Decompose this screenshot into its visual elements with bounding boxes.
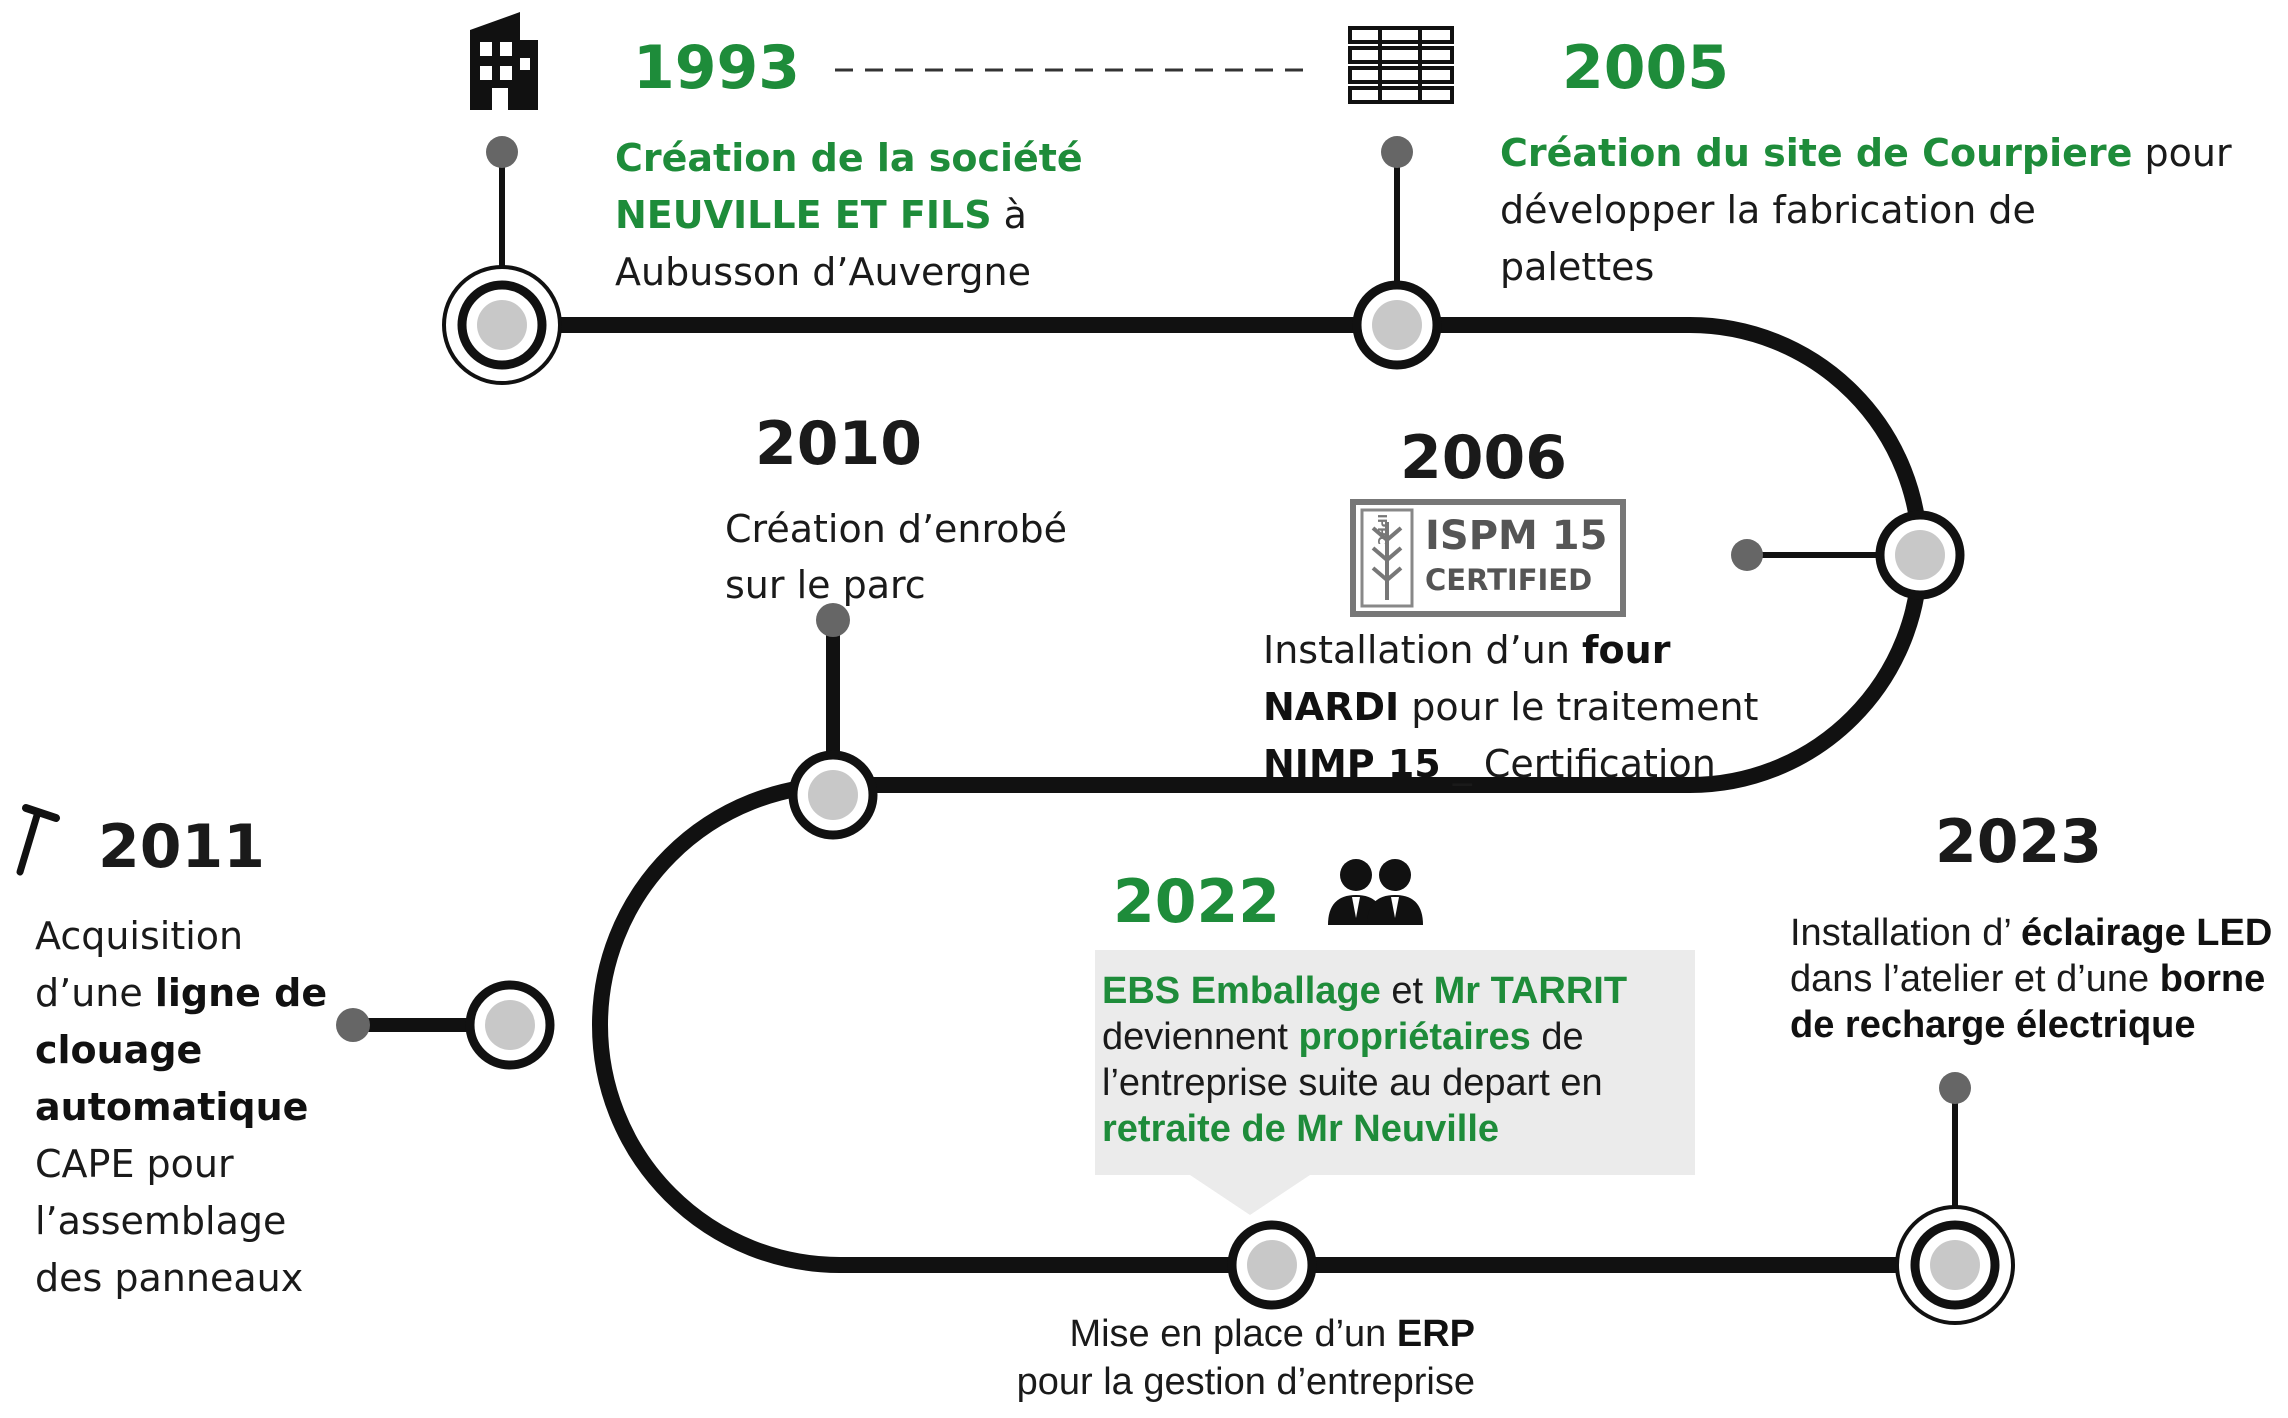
year-1993: 1993	[633, 33, 800, 103]
desc-1993-line1: Création de la société	[615, 136, 1083, 180]
year-2010: 2010	[755, 409, 922, 479]
desc-2011-line7: des panneaux	[35, 1256, 304, 1300]
desc-1993: Création de la société NEUVILLE ET FILS …	[615, 130, 1083, 301]
badge-title: ISPM 15	[1425, 513, 1608, 559]
desc-2023: Installation d’ éclairage LED dans l’ate…	[1790, 910, 2272, 1048]
building-icon	[470, 12, 538, 110]
desc-2022-line2: deviennent propriétaires de	[1102, 1016, 1584, 1058]
year-2006: 2006	[1400, 423, 1567, 493]
ispm-badge	[1350, 499, 1626, 617]
desc-2006-line3: NIMP 15 _ Certification	[1263, 742, 1716, 786]
desc-2011-line1: Acquisition	[35, 914, 244, 958]
year-2023: 2023	[1935, 807, 2102, 877]
desc-2011-line6: l’assemblage	[35, 1199, 287, 1243]
desc-2005-line3: palettes	[1500, 245, 1655, 289]
stem-2006	[1731, 539, 1890, 571]
badge-sub: CERTIFIED	[1425, 563, 1593, 597]
desc-2022: EBS Emballage et Mr TARRIT deviennent pr…	[1102, 968, 1627, 1152]
desc-2010-line1: Création d’enrobé	[725, 507, 1068, 551]
desc-2006-line2: NARDI pour le traitement	[1263, 685, 1759, 729]
year-2022: 2022	[1113, 867, 1280, 937]
callout-2022-pointer	[1190, 1175, 1310, 1215]
desc-1993-line3: Aubusson d’Auvergne	[615, 250, 1031, 294]
desc-1993-line2: NEUVILLE ET FILS à	[615, 193, 1027, 237]
year-2005: 2005	[1562, 33, 1729, 103]
node-1993	[442, 265, 562, 385]
node-2023	[1895, 1205, 2015, 1325]
pallet-icon	[1348, 26, 1454, 104]
stem-2005	[1381, 136, 1413, 300]
node-2005	[1352, 280, 1442, 370]
people-icon	[1328, 859, 1423, 925]
stem-2011	[336, 1008, 480, 1042]
desc-2011-line2: d’une ligne de	[35, 971, 328, 1015]
node-2010	[788, 750, 878, 840]
desc-2010-line2: sur le parc	[725, 563, 926, 607]
node-2006	[1875, 510, 1965, 600]
desc-2023-line2: dans l’atelier et d’une borne	[1790, 958, 2266, 1000]
badge-side-label: IPPC	[1375, 514, 1389, 545]
desc-2022-line1: EBS Emballage et Mr TARRIT	[1102, 970, 1628, 1012]
year-2011: 2011	[98, 812, 265, 882]
desc-2006: Installation d’un four NARDI pour le tra…	[1263, 622, 1758, 793]
node-2022	[1227, 1220, 1317, 1310]
nail-icon	[16, 804, 60, 876]
desc-2011-line3: clouage	[35, 1028, 203, 1072]
erp-caption-line2: pour la gestion d’entreprise	[1016, 1361, 1475, 1403]
desc-2006-line1: Installation d’un four	[1263, 628, 1671, 672]
erp-caption: Mise en place d’un ERP pour la gestion d…	[990, 1310, 1475, 1406]
desc-2005-line1: Création du site de Courpiere pour	[1500, 131, 2232, 175]
desc-2011-line4: automatique	[35, 1085, 309, 1129]
desc-2005-line2: développer la fabrication de	[1500, 188, 2036, 232]
desc-2005: Création du site de Courpiere pour dével…	[1500, 125, 2232, 296]
desc-2023-line3: de recharge électrique	[1790, 1004, 2196, 1046]
desc-2011-line5: CAPE pour	[35, 1142, 234, 1186]
desc-2022-line4: retraite de Mr Neuville	[1102, 1108, 1500, 1150]
desc-2011: Acquisition d’une ligne de clouage autom…	[35, 908, 327, 1307]
callout-2022	[1095, 950, 1695, 1175]
desc-2022-line3: l’entreprise suite au depart en	[1102, 1062, 1603, 1104]
desc-2023-line1: Installation d’ éclairage LED	[1790, 912, 2273, 954]
stem-2010	[816, 603, 850, 760]
node-2011	[465, 980, 555, 1070]
desc-2010: Création d’enrobé sur le parc	[725, 491, 1067, 623]
erp-caption-line1: Mise en place d’un ERP	[1069, 1313, 1475, 1355]
